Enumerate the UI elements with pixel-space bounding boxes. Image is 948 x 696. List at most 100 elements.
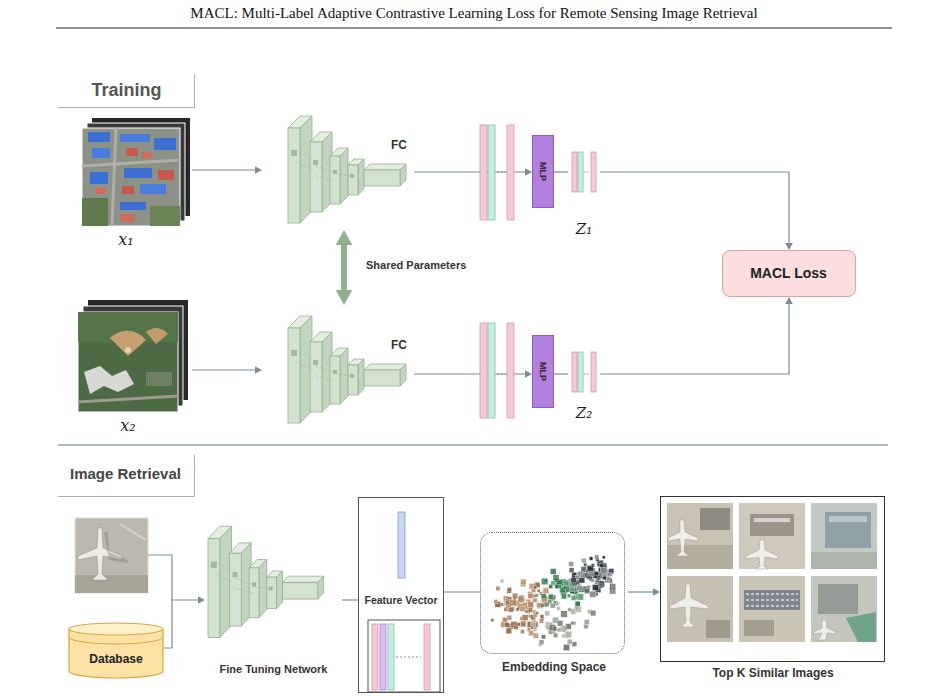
embedding-point bbox=[537, 603, 541, 607]
embedding-point bbox=[560, 587, 566, 593]
embedding-point bbox=[506, 603, 512, 609]
embedding-point bbox=[552, 595, 556, 599]
embedding-point bbox=[533, 594, 536, 597]
node-label: FC bbox=[384, 138, 414, 152]
node-box: Z₁ bbox=[568, 150, 600, 242]
embedding-point bbox=[544, 579, 548, 583]
embedding-point bbox=[606, 570, 613, 577]
node-label: MLP bbox=[533, 336, 553, 407]
embedding-point bbox=[563, 626, 567, 630]
embedding-point bbox=[581, 567, 586, 572]
node-label: Feature Vector bbox=[359, 594, 443, 606]
connector bbox=[414, 370, 532, 378]
embedding-point bbox=[571, 609, 576, 614]
embedding-point bbox=[601, 567, 606, 572]
embedding-point bbox=[532, 599, 535, 602]
retrieved-image bbox=[667, 576, 733, 642]
embedding-point bbox=[507, 587, 511, 591]
node-frame bbox=[660, 496, 885, 662]
embedding-point bbox=[544, 589, 549, 594]
embedding-point bbox=[556, 602, 560, 606]
embedding-point bbox=[595, 579, 600, 584]
embedding-point bbox=[563, 644, 569, 650]
embedding-point bbox=[571, 622, 574, 625]
input-image-stack bbox=[88, 132, 110, 142]
feature-vector-bars bbox=[480, 323, 487, 418]
embedding-point bbox=[521, 630, 525, 634]
embedding-point bbox=[570, 585, 576, 591]
embedding-point bbox=[591, 573, 595, 577]
retrieval-feature-bars bbox=[398, 512, 405, 578]
node-label: Training bbox=[58, 80, 195, 101]
retrieved-image bbox=[668, 520, 698, 556]
embedding-point bbox=[529, 631, 534, 636]
embedding-point bbox=[502, 617, 507, 622]
input-image-stack bbox=[146, 328, 168, 344]
connector bbox=[164, 596, 205, 648]
input-image-stack bbox=[125, 347, 131, 353]
embedding-point bbox=[582, 558, 587, 563]
embedding-point bbox=[557, 607, 561, 611]
embedding-point bbox=[525, 606, 529, 610]
feature-vector-bars bbox=[480, 125, 487, 220]
embedding-point bbox=[564, 590, 568, 594]
input-image-stack bbox=[82, 160, 180, 166]
embedding-point bbox=[598, 583, 604, 589]
embedding-point bbox=[520, 617, 524, 621]
embedding-point bbox=[589, 578, 592, 581]
embedding-point bbox=[609, 569, 614, 574]
connector bbox=[554, 172, 568, 173]
embedding-point bbox=[529, 594, 533, 598]
node-box: MLP bbox=[532, 135, 554, 208]
projection-vector bbox=[584, 374, 590, 375]
database-top bbox=[69, 623, 163, 635]
embedding-point bbox=[587, 571, 592, 576]
embedding-point bbox=[514, 625, 518, 629]
embedding-point bbox=[495, 601, 501, 607]
feature-vector-bars bbox=[507, 323, 514, 418]
retrieved-image bbox=[744, 590, 800, 610]
embedding-point bbox=[584, 563, 587, 566]
retrieved-image bbox=[750, 514, 794, 536]
embedding-point bbox=[519, 595, 524, 600]
feature-vector-bars bbox=[497, 172, 506, 173]
connector-line bbox=[164, 600, 200, 648]
embedding-point bbox=[553, 617, 559, 623]
embedding-point bbox=[541, 596, 547, 602]
arrow-head bbox=[198, 596, 205, 604]
retrieved-image bbox=[846, 612, 876, 642]
embedding-point bbox=[541, 617, 545, 621]
node-box: Top K Similar Images bbox=[660, 496, 886, 686]
embedding-point bbox=[600, 572, 607, 579]
embedding-point bbox=[584, 586, 590, 592]
node-box: x₂ bbox=[76, 298, 192, 440]
embedding-point bbox=[500, 579, 504, 583]
embedding-point bbox=[530, 615, 535, 620]
embedding-point bbox=[604, 566, 608, 570]
projection-vector bbox=[572, 152, 577, 192]
node-label: x₂ bbox=[76, 416, 180, 435]
embedding-point bbox=[607, 570, 611, 574]
embedding-point bbox=[527, 610, 531, 614]
embedding-point bbox=[579, 586, 585, 592]
section-divider bbox=[58, 444, 888, 446]
embedding-point bbox=[548, 600, 552, 604]
cnn-backbone bbox=[288, 116, 406, 223]
retrieved-image bbox=[739, 503, 805, 569]
embedding-point bbox=[562, 579, 566, 583]
node-label: x₁ bbox=[80, 230, 172, 249]
embedding-point bbox=[526, 599, 531, 604]
embedding-point bbox=[537, 589, 540, 592]
embedding-point bbox=[573, 572, 577, 576]
embedding-point bbox=[563, 586, 566, 589]
projection-vector bbox=[584, 172, 590, 173]
embedding-point bbox=[512, 593, 517, 598]
embedding-point bbox=[575, 606, 581, 612]
embedding-point bbox=[570, 582, 575, 587]
connector-line bbox=[341, 241, 347, 295]
embedding-point bbox=[528, 608, 533, 613]
retrieved-image bbox=[811, 552, 877, 569]
connector bbox=[192, 166, 262, 174]
retrieval-feature-bars bbox=[380, 624, 386, 690]
